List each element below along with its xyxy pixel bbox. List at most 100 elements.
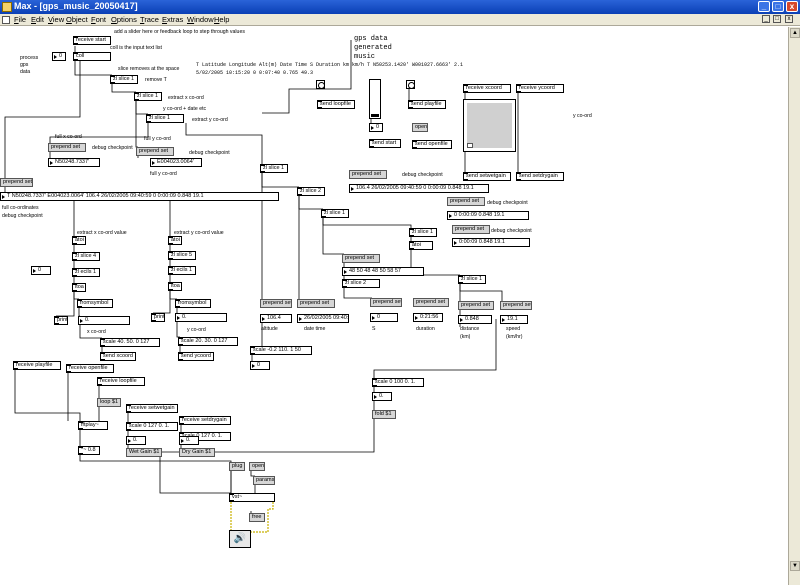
patcher-canvas[interactable]: 🔊 receive start 0 coll zl slice 1 zl slice 1… bbox=[0, 27, 788, 583]
menu-view[interactable]: View bbox=[48, 15, 65, 24]
object-box-o58[interactable]: zl slice 1 bbox=[458, 275, 486, 284]
object-box-o40[interactable]: receive xcoord bbox=[463, 84, 511, 93]
menu-help[interactable]: Help bbox=[214, 15, 230, 24]
message-box-o89[interactable]: Dry Gain $1 bbox=[179, 448, 215, 457]
object-box-o14[interactable]: zl slice 4 bbox=[72, 252, 100, 261]
message-box-o60[interactable]: prepend set bbox=[297, 299, 335, 308]
message-box-o52[interactable]: prepend set bbox=[452, 225, 490, 234]
object-box-o16[interactable]: itoa bbox=[72, 283, 86, 292]
menu-font[interactable]: Font bbox=[91, 15, 107, 24]
object-box-o48[interactable]: zl slice 1 bbox=[321, 209, 349, 218]
object-box-o37[interactable]: send playfile bbox=[408, 100, 446, 109]
object-box-o41[interactable]: receive ycoord bbox=[516, 84, 564, 93]
bang-button-o33[interactable] bbox=[316, 80, 325, 89]
doc-close-button[interactable]: x bbox=[785, 15, 793, 23]
object-box-o19[interactable]: print bbox=[54, 316, 68, 325]
object-box-o24[interactable]: itoa bbox=[168, 282, 182, 291]
object-box-o13[interactable]: atoi bbox=[72, 236, 86, 245]
object-box-o5[interactable]: zl slice 1 bbox=[134, 92, 162, 101]
message-box-o59[interactable]: prepend set bbox=[260, 299, 292, 308]
object-box-o4[interactable]: zl slice 1 bbox=[110, 75, 138, 84]
object-box-o76[interactable]: receive playfile bbox=[13, 361, 61, 370]
bang-button-o36[interactable] bbox=[406, 80, 415, 89]
menu-window[interactable]: Window bbox=[187, 15, 214, 24]
object-box-o42[interactable]: send setwetgain bbox=[463, 172, 511, 181]
object-box-o86[interactable]: receive setdrygain bbox=[179, 416, 231, 425]
menu-file[interactable]: File bbox=[14, 15, 27, 24]
message-box-o91[interactable]: open bbox=[249, 462, 265, 471]
object-box-o83[interactable]: scale 0 127 0. 1. bbox=[126, 422, 178, 431]
number-box-o67[interactable]: 0 bbox=[370, 313, 398, 322]
close-button[interactable]: x bbox=[786, 1, 798, 12]
number-box-o9[interactable]: N50248.7337' bbox=[48, 158, 100, 167]
vertical-scrollbar[interactable]: ▲ ▼ bbox=[788, 27, 800, 585]
message-box-o63[interactable]: prepend set bbox=[458, 301, 494, 310]
message-box-o11[interactable]: prepend set bbox=[0, 178, 33, 187]
object-box-o54[interactable]: atoi bbox=[409, 241, 433, 250]
object-box-o43[interactable]: send setdrygain bbox=[516, 172, 564, 181]
number-box-o34[interactable]: 0 bbox=[369, 123, 383, 132]
message-box-o38[interactable]: open bbox=[412, 123, 428, 132]
object-box-o23[interactable]: zl ecils 1 bbox=[168, 266, 196, 275]
message-box-o90[interactable]: plug bbox=[229, 462, 245, 471]
message-box-o62[interactable]: prepend set bbox=[413, 298, 449, 307]
speaker-icon[interactable]: 🔊 bbox=[229, 530, 251, 548]
menu-edit[interactable]: Edit bbox=[31, 15, 44, 24]
number-box-o12[interactable]: T N50248.7337' E004023.0064' 106.4 26/02… bbox=[0, 192, 279, 201]
object-box-o28[interactable]: scale 40. 50. 0 127 bbox=[100, 338, 160, 347]
object-box-o77[interactable]: receive openfile bbox=[66, 364, 114, 373]
number-box-o53[interactable]: 0:00:09 0.848 19.1 bbox=[452, 238, 530, 247]
menu-options[interactable]: Options bbox=[111, 15, 137, 24]
number-box-o66[interactable]: 26/02/2005 09:40:59 bbox=[297, 314, 349, 323]
number-box-o20[interactable]: 0. bbox=[78, 316, 130, 325]
object-box-o44[interactable]: zl slice 1 bbox=[260, 164, 288, 173]
number-box-o68[interactable]: 0:21:56 bbox=[413, 313, 443, 322]
object-box-o81[interactable]: *~ 0.8 bbox=[78, 446, 100, 455]
menu-object[interactable]: Object bbox=[66, 15, 88, 24]
message-box-o79[interactable]: loop $1 bbox=[97, 398, 121, 407]
object-box-o57[interactable]: zl slice 2 bbox=[342, 279, 380, 288]
object-box-o30[interactable]: scale 20. 30. 0 127 bbox=[178, 337, 238, 346]
object-box-o80[interactable]: fftplay~ bbox=[78, 421, 108, 430]
object-box-o82[interactable]: receive setwetgain bbox=[126, 404, 178, 413]
number-box-o27[interactable]: 0. bbox=[175, 313, 227, 322]
number-box-o2[interactable]: 0 bbox=[52, 52, 66, 61]
object-box-o15[interactable]: zl ecils 1 bbox=[72, 268, 100, 277]
object-box-o31[interactable]: send ycoord bbox=[178, 352, 214, 361]
object-box-o71[interactable]: scale -0.2 110. 1 50 bbox=[250, 346, 312, 355]
number-box-o84[interactable]: 0. bbox=[126, 436, 146, 445]
number-box-o56[interactable]: 48 50 48 48 50 58 57 bbox=[342, 267, 424, 276]
maximize-button[interactable]: □ bbox=[772, 1, 784, 12]
number-box-o17[interactable]: 0 bbox=[31, 266, 51, 275]
message-box-o85[interactable]: Wet Gain $1 bbox=[126, 448, 162, 457]
scroll-down-icon[interactable]: ▼ bbox=[790, 561, 800, 571]
number-box-o47[interactable]: 106.4 26/02/2005 09:40:59 0 0:00:09 0.84… bbox=[349, 184, 489, 193]
doc-restore-button[interactable]: □ bbox=[773, 15, 781, 23]
message-box-o49[interactable]: prepend set bbox=[447, 197, 485, 206]
menu-trace[interactable]: Trace bbox=[140, 15, 159, 24]
message-box-o46[interactable]: prepend set bbox=[349, 170, 387, 179]
object-box-o25[interactable]: fromsymbol bbox=[175, 299, 211, 308]
object-box-o6[interactable]: zl slice 1 bbox=[146, 114, 184, 123]
message-box-o94[interactable]: free bbox=[249, 513, 265, 522]
object-box-o1[interactable]: receive start bbox=[73, 36, 111, 45]
object-box-o26[interactable]: print bbox=[151, 313, 165, 322]
start-slider[interactable] bbox=[369, 79, 381, 119]
object-box-o29[interactable]: send xcoord bbox=[100, 352, 136, 361]
number-box-o50[interactable]: 0 0:00:09 0.848 19.1 bbox=[447, 211, 529, 220]
object-box-o51[interactable]: zl slice 1 bbox=[409, 228, 437, 237]
object-box-o78[interactable]: receive loopfile bbox=[97, 377, 145, 386]
object-box-o3[interactable]: coll bbox=[73, 52, 111, 61]
object-box-o39[interactable]: send openfile bbox=[412, 140, 452, 149]
message-box-o75[interactable]: fold $1 bbox=[372, 410, 396, 419]
number-box-o88[interactable]: 0. bbox=[179, 436, 199, 445]
object-box-o32[interactable]: send loopfile bbox=[317, 100, 355, 109]
object-box-o21[interactable]: atoi bbox=[168, 236, 182, 245]
xy-pad-area[interactable] bbox=[467, 103, 512, 148]
object-box-o45[interactable]: zl slice 2 bbox=[297, 187, 325, 196]
number-box-o10[interactable]: E004023.0064' bbox=[150, 158, 202, 167]
object-box-o73[interactable]: scale 0 100 0. 1. bbox=[372, 378, 424, 387]
number-box-o69[interactable]: 0.848 bbox=[458, 315, 492, 324]
doc-minimize-button[interactable]: _ bbox=[762, 15, 770, 23]
message-box-o55[interactable]: prepend set bbox=[342, 254, 380, 263]
